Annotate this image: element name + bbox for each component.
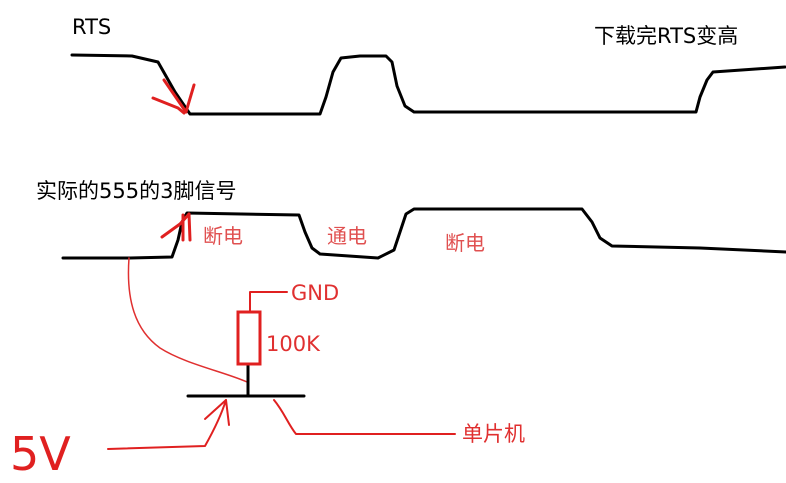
mcu-wire (273, 399, 456, 435)
gnd-label: GND (291, 281, 339, 305)
on-label: 通电 (327, 224, 367, 248)
off-label-2: 断电 (445, 231, 485, 255)
rts-edge-arrow (151, 78, 196, 115)
off-label-1: 断电 (203, 224, 243, 248)
rts-waveform (70, 53, 786, 116)
supply-arrow (107, 399, 230, 450)
pin3-label: 实际的555的3脚信号 (36, 179, 236, 203)
supply-5v-label: 5V (10, 427, 71, 481)
rts-label: RTS (72, 15, 111, 39)
gnd-wire (249, 291, 288, 313)
pin3-to-base-wire (127, 257, 248, 383)
resistor-value-label: 100K (266, 332, 321, 356)
pin3-waveform (61, 207, 786, 260)
rts-note-label: 下载完RTS变高 (594, 24, 738, 48)
resistor-symbol (236, 310, 262, 366)
transistor-symbol (186, 362, 306, 398)
pin3-edge-arrow (160, 212, 192, 242)
supply-5v-symbol: 5V (10, 427, 71, 481)
mcu-label: 单片机 (462, 422, 525, 446)
